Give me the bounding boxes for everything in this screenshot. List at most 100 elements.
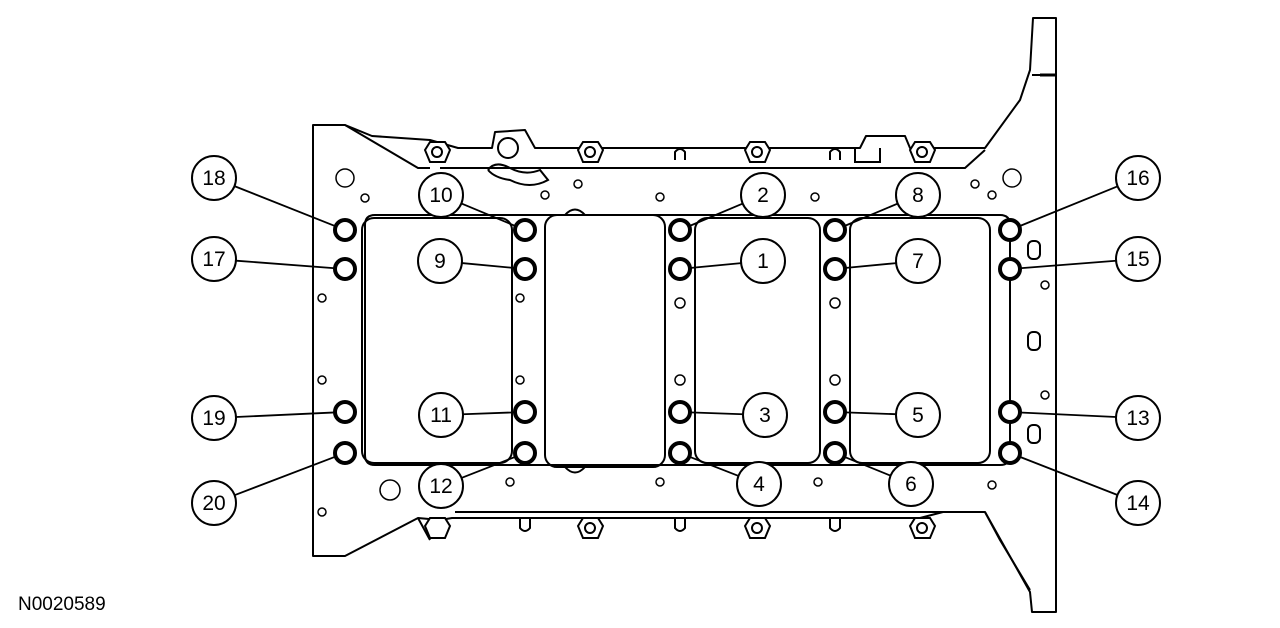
callout-balloon xyxy=(191,480,237,526)
head-bolt-2 xyxy=(668,218,692,242)
callout-number: 17 xyxy=(202,248,225,271)
leader-line-2 xyxy=(688,202,744,227)
leader-line-17 xyxy=(235,259,336,270)
callout-12: 12 xyxy=(418,463,464,509)
callout-number: 7 xyxy=(912,250,924,273)
callout-9: 9 xyxy=(417,238,463,284)
leader-line-1 xyxy=(689,262,742,269)
callout-number: 6 xyxy=(905,473,917,496)
leader-line-20 xyxy=(234,455,336,496)
leader-line-12 xyxy=(461,455,517,479)
leader-line-18 xyxy=(234,185,337,228)
figure-id: N0020589 xyxy=(18,594,106,615)
leader-line-13 xyxy=(1019,411,1117,418)
leader-line-4 xyxy=(688,455,739,477)
head-bolt-6 xyxy=(823,441,847,465)
head-bolt-10 xyxy=(513,218,537,242)
callout-15: 15 xyxy=(1115,236,1161,282)
callout-number: 15 xyxy=(1126,248,1149,271)
head-bolt-3 xyxy=(668,400,692,424)
callout-number: 1 xyxy=(757,250,769,273)
casting-outline xyxy=(312,17,1057,613)
leader-line-15 xyxy=(1019,259,1117,270)
callout-balloon xyxy=(1115,155,1161,201)
leader-line-6 xyxy=(843,455,891,477)
callout-number: 5 xyxy=(912,404,924,427)
callout-16: 16 xyxy=(1115,155,1161,201)
callout-balloon xyxy=(418,463,464,509)
head-bolt-13 xyxy=(998,400,1022,424)
callout-number: 8 xyxy=(912,184,924,207)
callout-13: 13 xyxy=(1115,395,1161,441)
head-bolt-20 xyxy=(333,441,357,465)
leader-line-7 xyxy=(844,262,897,269)
callout-19: 19 xyxy=(191,395,237,441)
callout-2: 2 xyxy=(740,172,786,218)
callout-number: 16 xyxy=(1126,167,1149,190)
callout-balloon xyxy=(895,172,941,218)
callout-balloon xyxy=(736,461,782,507)
callout-balloon xyxy=(888,461,934,507)
callout-6: 6 xyxy=(888,461,934,507)
callout-17: 17 xyxy=(191,236,237,282)
bore-1 xyxy=(361,217,513,464)
leader-line-10 xyxy=(460,202,517,227)
leader-line-5 xyxy=(844,411,897,416)
head-bolt-14 xyxy=(998,441,1022,465)
leader-line-8 xyxy=(843,202,899,227)
callout-3: 3 xyxy=(742,392,788,438)
head-bolt-16 xyxy=(998,218,1022,242)
callout-balloon xyxy=(418,172,464,218)
callout-balloon xyxy=(1115,395,1161,441)
callout-balloon xyxy=(191,395,237,441)
callout-number: 19 xyxy=(202,407,225,430)
callout-balloon xyxy=(191,236,237,282)
head-bolt-4 xyxy=(668,441,692,465)
head-bolt-5 xyxy=(823,400,847,424)
callout-balloon xyxy=(191,155,237,201)
callout-balloon xyxy=(417,238,463,284)
callout-4: 4 xyxy=(736,461,782,507)
head-bolt-19 xyxy=(333,400,357,424)
callout-number: 11 xyxy=(430,404,452,427)
callout-1: 1 xyxy=(740,238,786,284)
head-bolt-17 xyxy=(333,257,357,281)
callout-balloon xyxy=(418,392,464,438)
callout-number: 20 xyxy=(202,492,225,515)
callout-11: 11 xyxy=(418,392,464,438)
leader-line-3 xyxy=(689,411,744,416)
callout-balloon xyxy=(740,172,786,218)
head-bolt-1 xyxy=(668,257,692,281)
head-bolt-12 xyxy=(513,441,537,465)
callout-number: 2 xyxy=(757,184,769,207)
callout-7: 7 xyxy=(895,238,941,284)
callout-8: 8 xyxy=(895,172,941,218)
callout-number: 12 xyxy=(429,475,452,498)
callout-number: 10 xyxy=(429,184,452,207)
callout-balloon xyxy=(1115,480,1161,526)
head-bolt-11 xyxy=(513,400,537,424)
callout-18: 18 xyxy=(191,155,237,201)
head-bolt-7 xyxy=(823,257,847,281)
callout-20: 20 xyxy=(191,480,237,526)
callout-number: 13 xyxy=(1126,407,1149,430)
callout-number: 9 xyxy=(434,250,446,273)
leader-line-11 xyxy=(462,411,516,416)
callout-number: 4 xyxy=(753,473,765,496)
callout-14: 14 xyxy=(1115,480,1161,526)
head-bolt-15 xyxy=(998,257,1022,281)
callout-number: 18 xyxy=(202,167,225,190)
callout-balloon xyxy=(895,238,941,284)
head-bolt-9 xyxy=(513,257,537,281)
callout-balloon xyxy=(895,392,941,438)
callout-number: 3 xyxy=(759,404,771,427)
callout-5: 5 xyxy=(895,392,941,438)
callout-balloon xyxy=(742,392,788,438)
callout-number: 14 xyxy=(1126,492,1150,515)
leader-line-14 xyxy=(1018,455,1118,496)
leader-line-19 xyxy=(235,411,336,418)
head-bolt-18 xyxy=(333,218,357,242)
leader-line-16 xyxy=(1018,185,1118,228)
callout-balloon xyxy=(1115,236,1161,282)
